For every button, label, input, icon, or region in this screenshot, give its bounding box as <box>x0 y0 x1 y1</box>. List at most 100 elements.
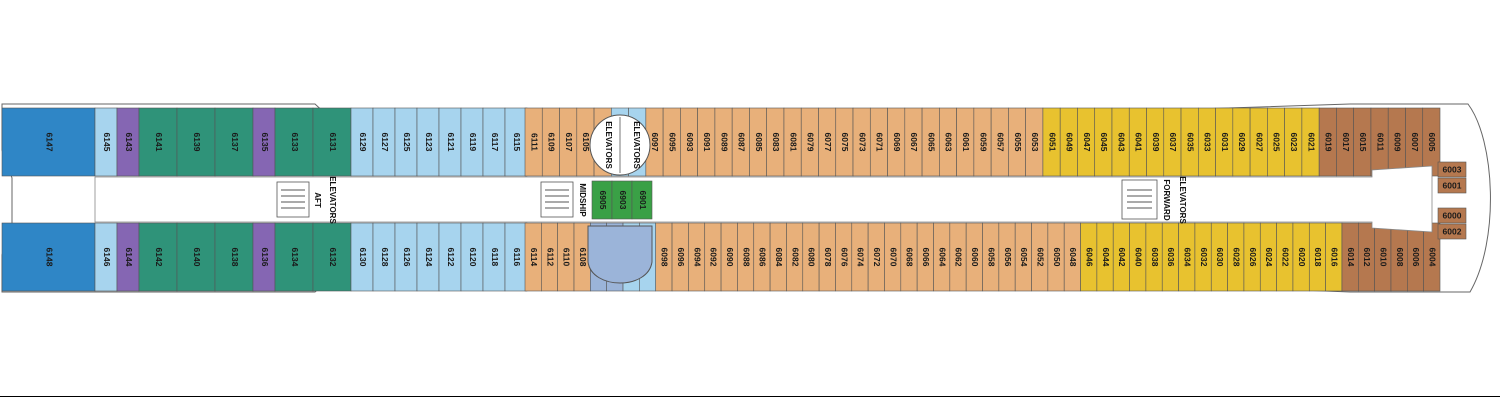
cabin-6121[interactable]: 6121 <box>438 107 462 177</box>
cabin-6007[interactable]: 6007 <box>1405 107 1424 177</box>
cabin-6145[interactable]: 6145 <box>94 107 118 177</box>
cabin-6075[interactable]: 6075 <box>835 107 854 177</box>
cabin-6084[interactable]: 6084 <box>769 222 787 292</box>
cabin-6096[interactable]: 6096 <box>671 222 689 292</box>
cabin-6074[interactable]: 6074 <box>851 222 869 292</box>
cabin-6093[interactable]: 6093 <box>680 107 698 177</box>
cabin-6044[interactable]: 6044 <box>1096 222 1114 292</box>
cabin-6022[interactable]: 6022 <box>1276 222 1294 292</box>
cabin-6139[interactable]: 6139 <box>176 107 216 177</box>
cabin-6125[interactable]: 6125 <box>394 107 418 177</box>
cabin-6056[interactable]: 6056 <box>998 222 1016 292</box>
cabin-6031[interactable]: 6031 <box>1215 107 1234 177</box>
cabin-6118[interactable]: 6118 <box>482 222 506 292</box>
cabin-6136[interactable]: 6136 <box>252 222 276 292</box>
cabin-6073[interactable]: 6073 <box>852 107 871 177</box>
cabin-6026[interactable]: 6026 <box>1243 222 1261 292</box>
cabin-6024[interactable]: 6024 <box>1259 222 1277 292</box>
cabin-6060[interactable]: 6060 <box>965 222 983 292</box>
cabin-6087[interactable]: 6087 <box>731 107 750 177</box>
cabin-6134[interactable]: 6134 <box>274 222 314 292</box>
cabin-6130[interactable]: 6130 <box>350 222 374 292</box>
cabin-6092[interactable]: 6092 <box>704 222 722 292</box>
cabin-6143[interactable]: 6143 <box>116 107 140 177</box>
cabin-6050[interactable]: 6050 <box>1047 222 1065 292</box>
cabin-6126[interactable]: 6126 <box>394 222 418 292</box>
cabin-6120[interactable]: 6120 <box>460 222 484 292</box>
cabin-6067[interactable]: 6067 <box>904 107 923 177</box>
cabin-6023[interactable]: 6023 <box>1284 107 1303 177</box>
cabin-6076[interactable]: 6076 <box>835 222 853 292</box>
cabin-6019[interactable]: 6019 <box>1318 107 1337 177</box>
cabin-6041[interactable]: 6041 <box>1128 107 1147 177</box>
cabin-6901[interactable]: 6901 <box>631 180 653 220</box>
cabin-6039[interactable]: 6039 <box>1146 107 1165 177</box>
cabin-6098[interactable]: 6098 <box>655 222 673 292</box>
cabin-6081[interactable]: 6081 <box>783 107 802 177</box>
cabin-6094[interactable]: 6094 <box>688 222 706 292</box>
cabin-6048[interactable]: 6048 <box>1063 222 1081 292</box>
cabin-6071[interactable]: 6071 <box>869 107 888 177</box>
cabin-6038[interactable]: 6038 <box>1145 222 1163 292</box>
cabin-6147[interactable]: 6147 <box>1 107 96 177</box>
cabin-6016[interactable]: 6016 <box>1325 222 1343 292</box>
cabin-6004[interactable]: 6004 <box>1423 222 1441 292</box>
cabin-6040[interactable]: 6040 <box>1129 222 1147 292</box>
cabin-6088[interactable]: 6088 <box>737 222 755 292</box>
cabin-6052[interactable]: 6052 <box>1031 222 1049 292</box>
cabin-6029[interactable]: 6029 <box>1232 107 1251 177</box>
cabin-6117[interactable]: 6117 <box>482 107 506 177</box>
cabin-6086[interactable]: 6086 <box>753 222 771 292</box>
cabin-6114[interactable]: 6114 <box>524 222 542 292</box>
cabin-6065[interactable]: 6065 <box>921 107 940 177</box>
cabin-6054[interactable]: 6054 <box>1014 222 1032 292</box>
cabin-6034[interactable]: 6034 <box>1178 222 1196 292</box>
cabin-6042[interactable]: 6042 <box>1112 222 1130 292</box>
cabin-6905[interactable]: 6905 <box>591 180 613 220</box>
cabin-6037[interactable]: 6037 <box>1163 107 1182 177</box>
cabin-6137[interactable]: 6137 <box>214 107 254 177</box>
cabin-6036[interactable]: 6036 <box>1161 222 1179 292</box>
cabin-6115[interactable]: 6115 <box>504 107 528 177</box>
cabin-6051[interactable]: 6051 <box>1042 107 1061 177</box>
cabin-6091[interactable]: 6091 <box>697 107 716 177</box>
cabin-6045[interactable]: 6045 <box>1094 107 1113 177</box>
cabin-6014[interactable]: 6014 <box>1341 222 1359 292</box>
cabin-6021[interactable]: 6021 <box>1301 107 1320 177</box>
cabin-6012[interactable]: 6012 <box>1358 222 1375 292</box>
cabin-6142[interactable]: 6142 <box>138 222 178 292</box>
cabin-6111[interactable]: 6111 <box>524 107 543 177</box>
cabin-6119[interactable]: 6119 <box>460 107 484 177</box>
cabin-6066[interactable]: 6066 <box>916 222 934 292</box>
cabin-6129[interactable]: 6129 <box>350 107 374 177</box>
cabin-6020[interactable]: 6020 <box>1292 222 1310 292</box>
cabin-6017[interactable]: 6017 <box>1336 107 1354 177</box>
cabin-6070[interactable]: 6070 <box>884 222 902 292</box>
cabin-6028[interactable]: 6028 <box>1227 222 1245 292</box>
cabin-6068[interactable]: 6068 <box>900 222 918 292</box>
cabin-6061[interactable]: 6061 <box>956 107 975 177</box>
cabin-6030[interactable]: 6030 <box>1210 222 1228 292</box>
cabin-6144[interactable]: 6144 <box>116 222 140 292</box>
cabin-6082[interactable]: 6082 <box>786 222 804 292</box>
cabin-6138[interactable]: 6138 <box>214 222 254 292</box>
cabin-6032[interactable]: 6032 <box>1194 222 1212 292</box>
cabin-6123[interactable]: 6123 <box>416 107 440 177</box>
cabin-6080[interactable]: 6080 <box>802 222 820 292</box>
cabin-6133[interactable]: 6133 <box>274 107 314 177</box>
cabin-6058[interactable]: 6058 <box>982 222 1000 292</box>
cabin-6059[interactable]: 6059 <box>973 107 992 177</box>
cabin-6008[interactable]: 6008 <box>1390 222 1408 292</box>
cabin-6049[interactable]: 6049 <box>1059 107 1078 177</box>
cabin-6090[interactable]: 6090 <box>720 222 738 292</box>
cabin-6146[interactable]: 6146 <box>94 222 118 292</box>
cabin-6003[interactable]: 6003 <box>1437 161 1467 178</box>
cabin-6009[interactable]: 6009 <box>1387 107 1406 177</box>
cabin-6141[interactable]: 6141 <box>138 107 178 177</box>
cabin-6077[interactable]: 6077 <box>818 107 837 177</box>
cabin-6025[interactable]: 6025 <box>1267 107 1285 177</box>
cabin-6140[interactable]: 6140 <box>176 222 216 292</box>
cabin-6063[interactable]: 6063 <box>939 107 957 177</box>
cabin-6053[interactable]: 6053 <box>1025 107 1044 177</box>
cabin-6079[interactable]: 6079 <box>800 107 819 177</box>
